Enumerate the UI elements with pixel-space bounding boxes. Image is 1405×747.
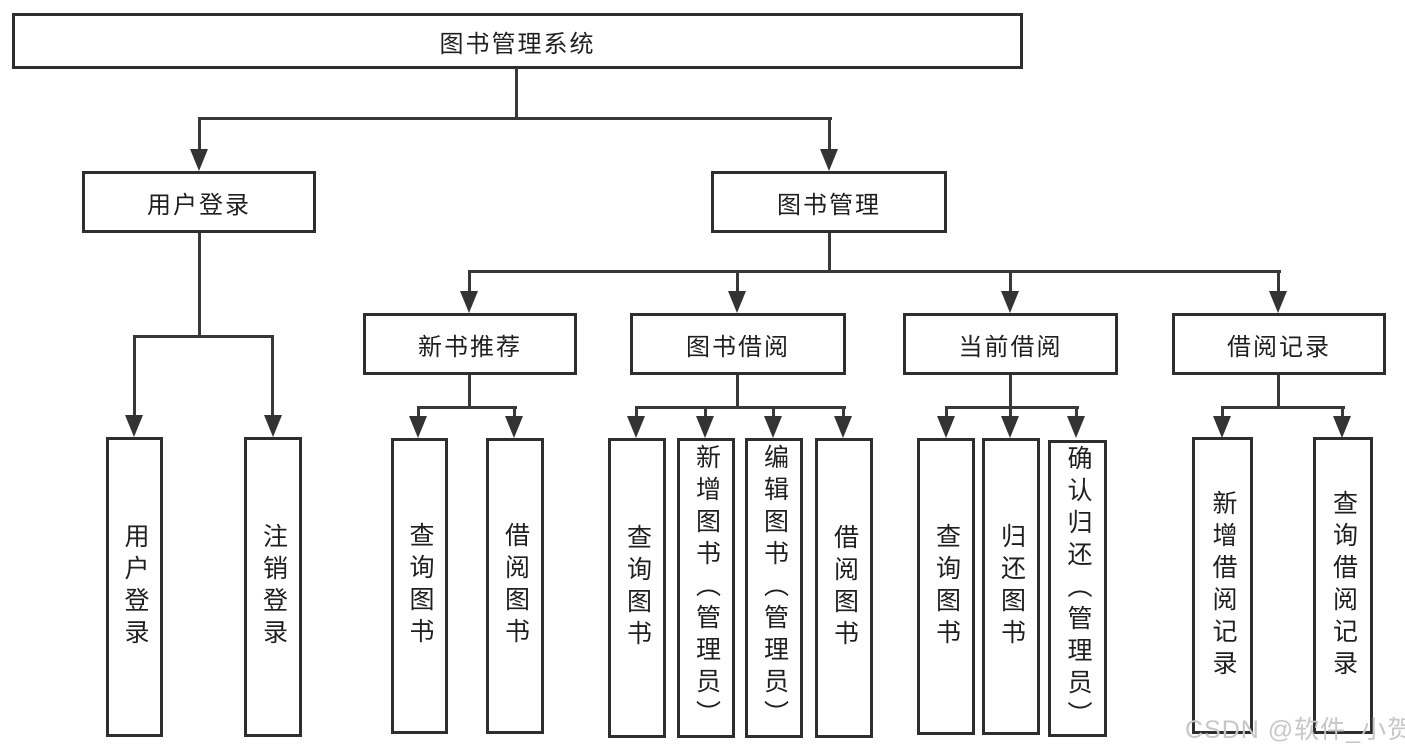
arrow-down-icon bbox=[409, 416, 427, 438]
leaf-add-borrow-record: 新增借阅记录 bbox=[1192, 437, 1253, 734]
edge-stub-leaf-logout bbox=[271, 335, 274, 417]
node-borrowing-records-label: 借阅记录 bbox=[1227, 333, 1331, 361]
arrow-down-icon bbox=[1067, 416, 1085, 438]
arrow-down-icon bbox=[834, 416, 852, 438]
edge-stub bbox=[772, 406, 775, 418]
leaf-recommend-search-books-label: 查询图书 bbox=[406, 522, 434, 650]
edge-borrowing-records-trunk bbox=[1277, 375, 1280, 409]
edge-stub bbox=[1221, 406, 1224, 418]
leaf-borrow-books-label: 借阅图书 bbox=[830, 524, 859, 652]
edge-root-trunk bbox=[515, 68, 518, 120]
edge-current-borrowing-branch bbox=[945, 406, 1079, 409]
edge-book-management-trunk bbox=[828, 233, 831, 273]
node-new-book-recommendation-label: 新书推荐 bbox=[418, 333, 522, 361]
edge-stub bbox=[842, 406, 845, 418]
node-book-management-label: 图书管理 bbox=[777, 191, 881, 219]
leaf-add-books-admin-label: 新增图书（管理员） bbox=[692, 444, 721, 732]
edge-stub bbox=[417, 406, 420, 418]
leaf-logout-label: 注销登录 bbox=[259, 523, 288, 651]
edge-stub bbox=[1075, 406, 1078, 418]
arrow-down-icon bbox=[764, 416, 782, 438]
leaf-current-search-books: 查询图书 bbox=[917, 438, 975, 735]
leaf-search-borrow-record: 查询借阅记录 bbox=[1313, 437, 1373, 734]
edge-stub bbox=[513, 406, 516, 418]
leaf-recommend-borrow-books-label: 借阅图书 bbox=[501, 522, 530, 650]
leaf-return-books: 归还图书 bbox=[982, 438, 1040, 735]
arrow-down-icon bbox=[1269, 291, 1287, 313]
node-book-management: 图书管理 bbox=[711, 171, 947, 233]
edge-stub bbox=[1341, 406, 1344, 418]
leaf-user-login: 用户登录 bbox=[106, 437, 163, 737]
arrow-down-icon bbox=[125, 415, 143, 437]
arrow-down-icon bbox=[1213, 416, 1231, 438]
edge-new-book-branch bbox=[417, 406, 517, 409]
leaf-add-borrow-record-label: 新增借阅记录 bbox=[1209, 489, 1237, 682]
leaf-current-search-books-label: 查询图书 bbox=[932, 522, 961, 651]
leaf-add-books-admin: 新增图书（管理员） bbox=[677, 438, 735, 738]
leaf-edit-books-admin: 编辑图书（管理员） bbox=[745, 438, 803, 738]
edge-stub bbox=[635, 406, 638, 418]
edge-user-login-trunk bbox=[198, 233, 201, 338]
edge-book-borrowing-trunk bbox=[736, 375, 739, 409]
leaf-search-borrow-record-label: 查询借阅记录 bbox=[1329, 489, 1358, 682]
edge-stub bbox=[945, 406, 948, 418]
node-book-borrowing: 图书借阅 bbox=[630, 313, 846, 375]
leaf-recommend-borrow-books: 借阅图书 bbox=[486, 438, 544, 734]
node-user-login-label: 用户登录 bbox=[147, 191, 251, 219]
edge-book-borrowing-branch bbox=[635, 406, 846, 409]
arrow-down-icon bbox=[1001, 416, 1019, 438]
edge-borrowing-records-branch bbox=[1221, 406, 1345, 409]
edge-stub-current-borrowing bbox=[1009, 270, 1012, 293]
node-current-borrowing: 当前借阅 bbox=[903, 313, 1118, 375]
leaf-user-login-label: 用户登录 bbox=[121, 523, 149, 651]
leaf-borrow-books: 借阅图书 bbox=[815, 438, 873, 738]
edge-stub-borrowing-records bbox=[1277, 270, 1280, 293]
leaf-return-books-label: 归还图书 bbox=[997, 522, 1026, 651]
edge-stub bbox=[704, 406, 707, 418]
arrow-down-icon bbox=[820, 149, 838, 171]
arrow-down-icon bbox=[937, 416, 955, 438]
node-root: 图书管理系统 bbox=[12, 13, 1023, 69]
edge-stub bbox=[1009, 406, 1012, 418]
node-user-login: 用户登录 bbox=[82, 171, 316, 233]
edge-stub-leaf-user-login bbox=[133, 335, 136, 417]
node-new-book-recommendation: 新书推荐 bbox=[363, 313, 577, 375]
arrow-down-icon bbox=[190, 149, 208, 171]
leaf-borrowing-search-books: 查询图书 bbox=[608, 438, 666, 738]
arrow-down-icon bbox=[1333, 416, 1351, 438]
leaf-logout: 注销登录 bbox=[244, 437, 302, 737]
arrow-down-icon bbox=[505, 416, 523, 438]
arrow-down-icon bbox=[696, 416, 714, 438]
arrow-down-icon bbox=[627, 416, 645, 438]
edge-user-login-branch bbox=[133, 335, 274, 338]
edge-book-management-branch bbox=[468, 270, 1281, 273]
edge-new-book-trunk bbox=[468, 375, 471, 409]
edge-stub-book-borrowing bbox=[736, 270, 739, 293]
leaf-confirm-return-admin: 确认归还（管理员） bbox=[1048, 440, 1107, 737]
csdn-watermark: CSDN @软件_小贺同学 bbox=[1185, 716, 1405, 744]
node-root-label: 图书管理系统 bbox=[439, 30, 596, 58]
edge-stub-new-book bbox=[468, 270, 471, 293]
edge-root-branch bbox=[198, 117, 832, 120]
leaf-edit-books-admin-label: 编辑图书（管理员） bbox=[760, 444, 789, 732]
node-book-borrowing-label: 图书借阅 bbox=[686, 333, 790, 361]
node-borrowing-records: 借阅记录 bbox=[1172, 313, 1386, 375]
node-current-borrowing-label: 当前借阅 bbox=[958, 333, 1063, 361]
leaf-borrowing-search-books-label: 查询图书 bbox=[623, 524, 652, 652]
arrow-down-icon bbox=[728, 291, 746, 313]
arrow-down-icon bbox=[1001, 291, 1019, 313]
edge-stub-user-login bbox=[198, 117, 201, 150]
leaf-recommend-search-books: 查询图书 bbox=[391, 438, 448, 734]
arrow-down-icon bbox=[460, 291, 478, 313]
arrow-down-icon bbox=[264, 415, 282, 437]
edge-current-borrowing-trunk bbox=[1009, 375, 1012, 409]
edge-stub-book-management bbox=[828, 117, 831, 150]
leaf-confirm-return-admin-label: 确认归还（管理员） bbox=[1064, 444, 1092, 733]
